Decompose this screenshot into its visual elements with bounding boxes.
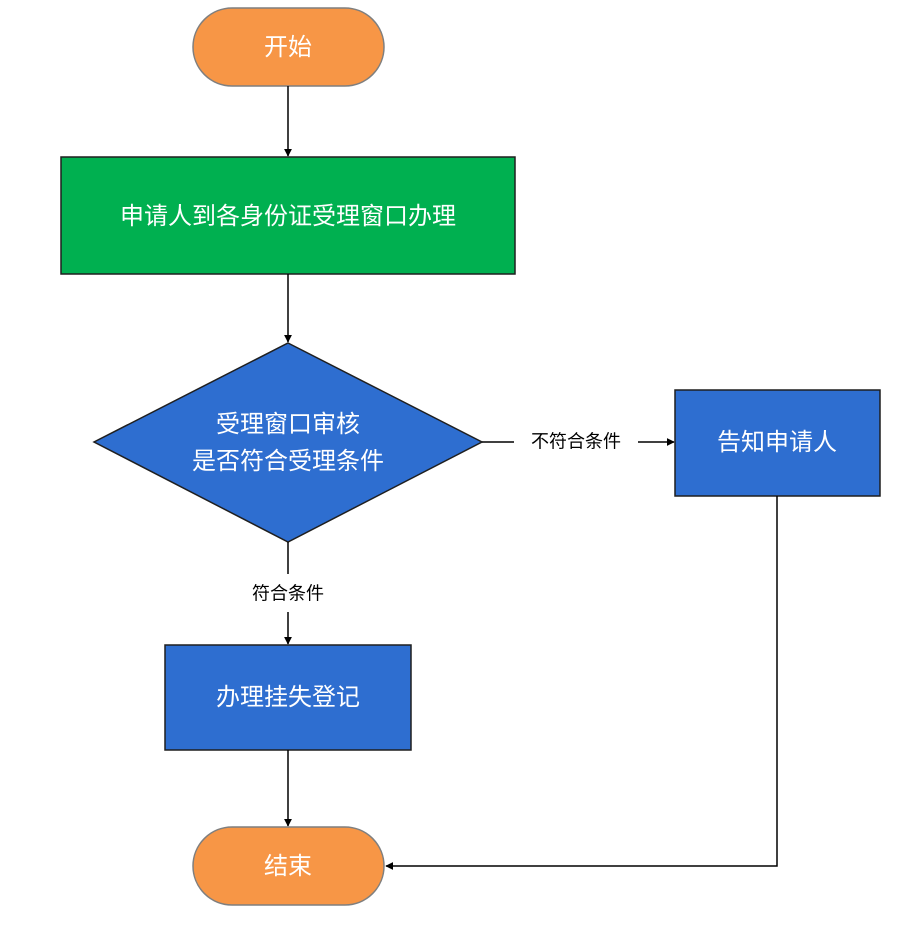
end-label: 结束	[264, 852, 312, 880]
review-shape	[92, 342, 484, 543]
edge-notify-to-end	[385, 496, 778, 870]
process-label: 办理挂失登记	[216, 683, 360, 711]
notify-shape	[674, 389, 881, 497]
apply-node: 申请人到各身份证受理窗口办理	[60, 156, 516, 275]
review-node: 受理窗口审核 是否符合受理条件	[92, 342, 484, 543]
apply-label: 申请人到各身份证受理窗口办理	[120, 202, 456, 230]
start-label: 开始	[264, 33, 312, 61]
edge-label-eligible: 符合条件	[252, 584, 324, 605]
notify-node: 告知申请人	[674, 389, 881, 497]
edge-label-not-eligible: 不符合条件	[531, 432, 621, 453]
end-shape	[192, 826, 385, 906]
review-label-line1: 受理窗口审核	[216, 410, 360, 438]
start-node: 开始	[192, 7, 385, 87]
process-node: 办理挂失登记	[164, 644, 412, 751]
apply-shape	[60, 156, 516, 275]
review-label-line2: 是否符合受理条件	[192, 447, 384, 475]
notify-label: 告知申请人	[717, 428, 837, 456]
end-node: 结束	[192, 826, 385, 906]
